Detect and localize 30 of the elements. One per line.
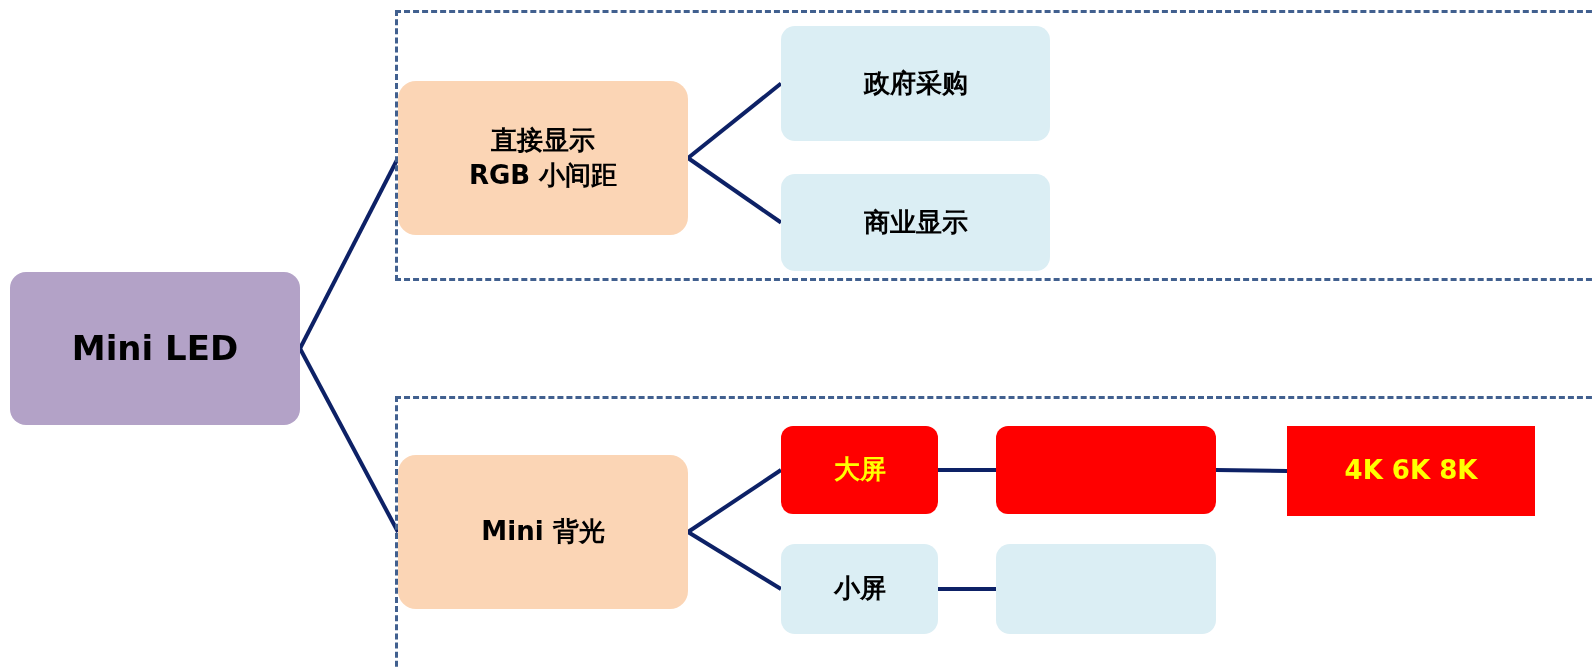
connector-line	[686, 468, 783, 534]
box-label: RGB 小间距	[468, 159, 618, 192]
box-label: 直接显示	[491, 123, 595, 157]
box-label: 小屏	[833, 572, 886, 606]
item-box	[781, 174, 1050, 271]
connector-line	[686, 81, 783, 160]
category-box	[398, 455, 688, 609]
highlight-box	[781, 426, 938, 514]
connector-line	[686, 156, 783, 225]
connector-line	[938, 587, 996, 591]
box-label: 政府采购	[863, 66, 968, 100]
highlight-box	[996, 426, 1216, 514]
item-box	[781, 26, 1050, 141]
dashed-group-frame	[395, 396, 1592, 668]
item-box	[996, 544, 1216, 634]
highlight-box	[1287, 426, 1535, 516]
box-label: 商业显示	[863, 205, 968, 239]
box-label: Mini 背光	[481, 515, 605, 549]
box-label: Mini LED	[71, 326, 239, 370]
connector-line	[298, 347, 400, 533]
connector-line	[686, 530, 783, 591]
box-label: 4K 6K 8K	[1344, 454, 1478, 488]
box-label: 大屏	[833, 453, 886, 487]
category-box	[398, 81, 688, 235]
root-box	[10, 272, 300, 425]
connector-line	[938, 468, 996, 472]
connector-line	[298, 157, 400, 350]
connector-line	[1215, 468, 1288, 473]
dashed-group-frame	[395, 10, 1592, 281]
item-box	[781, 544, 938, 634]
